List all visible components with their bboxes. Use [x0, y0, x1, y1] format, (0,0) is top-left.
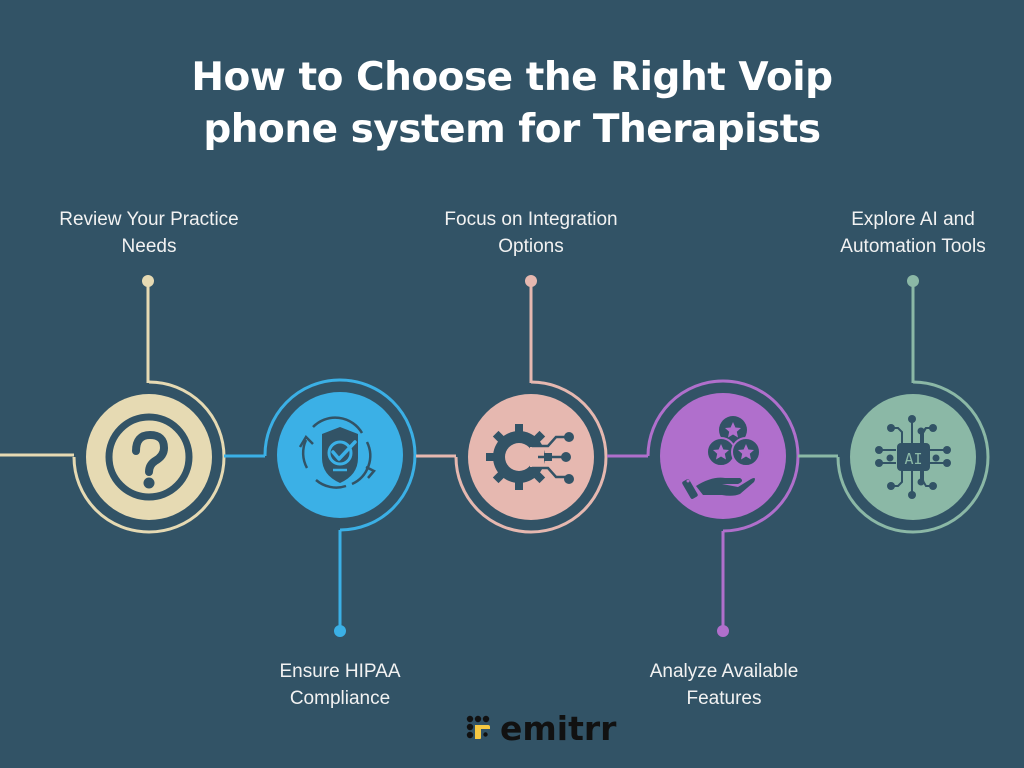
step-2-arc [263, 378, 417, 532]
step-2-label: Ensure HIPAA Compliance [279, 661, 401, 709]
gear-integration-icon [486, 424, 574, 490]
shield-check-icon [298, 416, 376, 489]
emitrr-logo-icon [466, 715, 490, 739]
step-5-node: AI [836, 275, 990, 534]
step-1-arc [72, 380, 226, 534]
step-3-arc [454, 380, 608, 534]
step-2-node [263, 378, 417, 637]
title-line-1: How to Choose the Right Voip [191, 55, 833, 100]
step-3-dot [525, 275, 537, 287]
ai-chip-text: AI [904, 450, 922, 468]
step-1-circle [86, 394, 212, 520]
question-icon [105, 413, 193, 501]
step-4-label: Analyze Available Features [649, 661, 799, 709]
step-3-label: Focus on Integration Options [444, 209, 618, 257]
step-1-label: Review Your Practice Needs [59, 209, 239, 257]
step-1-node [0, 275, 226, 534]
emitrr-logo: emitrr [466, 712, 616, 746]
step-4-dot [717, 625, 729, 637]
step-4-node [646, 379, 800, 637]
step-5-dot [907, 275, 919, 287]
step-4-arc [646, 379, 800, 533]
step-2-dot [334, 625, 346, 637]
step-3-node [454, 275, 608, 534]
ai-chip-icon: AI [875, 415, 951, 499]
step-5-label: Explore AI and Automation Tools [840, 209, 986, 257]
emitrr-logo-text: emitrr [500, 709, 617, 748]
step-5-arc [836, 380, 990, 534]
hand-stars-icon [682, 416, 761, 499]
title-line-2: phone system for Therapists [203, 107, 821, 152]
step-1-dot [142, 275, 154, 287]
page-title: How to Choose the Right Voip phone syste… [0, 52, 1024, 156]
